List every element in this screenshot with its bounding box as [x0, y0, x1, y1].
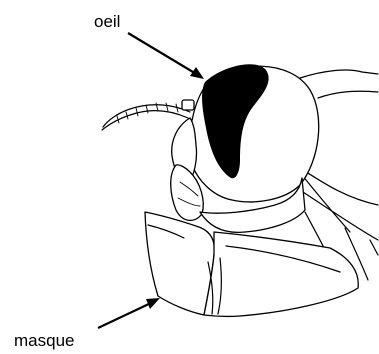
- eye-pointer-arrow: [128, 33, 204, 79]
- mask-label: masque: [14, 331, 74, 350]
- eye-label: oeil: [94, 12, 120, 31]
- mask-pointer-arrow: [98, 298, 160, 328]
